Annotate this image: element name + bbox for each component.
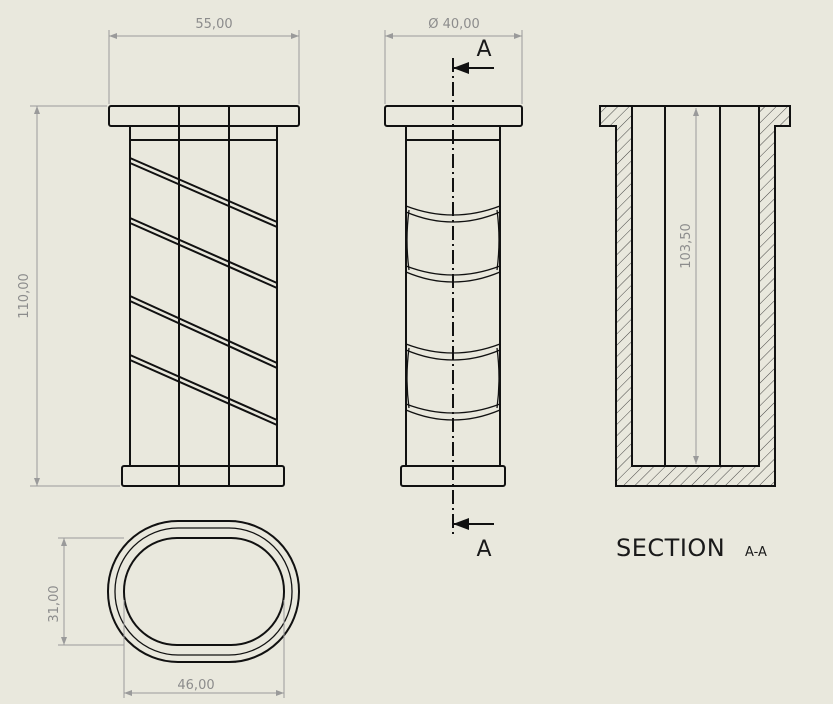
top-view — [107, 520, 300, 663]
section-view: 103,50 — [599, 105, 791, 487]
dim-top-major: 46,00 — [123, 600, 285, 698]
dim-front-width: 55,00 — [108, 17, 300, 104]
dim-text-side-diameter: Ø 40,00 — [428, 17, 480, 32]
dim-text-front-width: 55,00 — [195, 17, 232, 32]
dim-side-diameter: Ø 40,00 — [384, 17, 523, 104]
section-title: SECTION — [616, 534, 725, 562]
section-label-top: A — [476, 37, 491, 62]
section-label-bottom: A — [476, 537, 491, 562]
section-caption: SECTION A-A — [616, 534, 767, 562]
dim-text-height: 110,00 — [17, 273, 32, 319]
dim-height: 110,00 — [17, 105, 120, 487]
dim-text-top-minor: 31,00 — [47, 585, 62, 622]
dim-text-top-major: 46,00 — [177, 678, 214, 693]
dim-text-section-height: 103,50 — [679, 223, 694, 269]
side-view: A A — [384, 37, 523, 562]
front-view — [108, 105, 300, 487]
dim-top-minor: 31,00 — [47, 537, 124, 646]
section-subtitle: A-A — [745, 545, 767, 560]
